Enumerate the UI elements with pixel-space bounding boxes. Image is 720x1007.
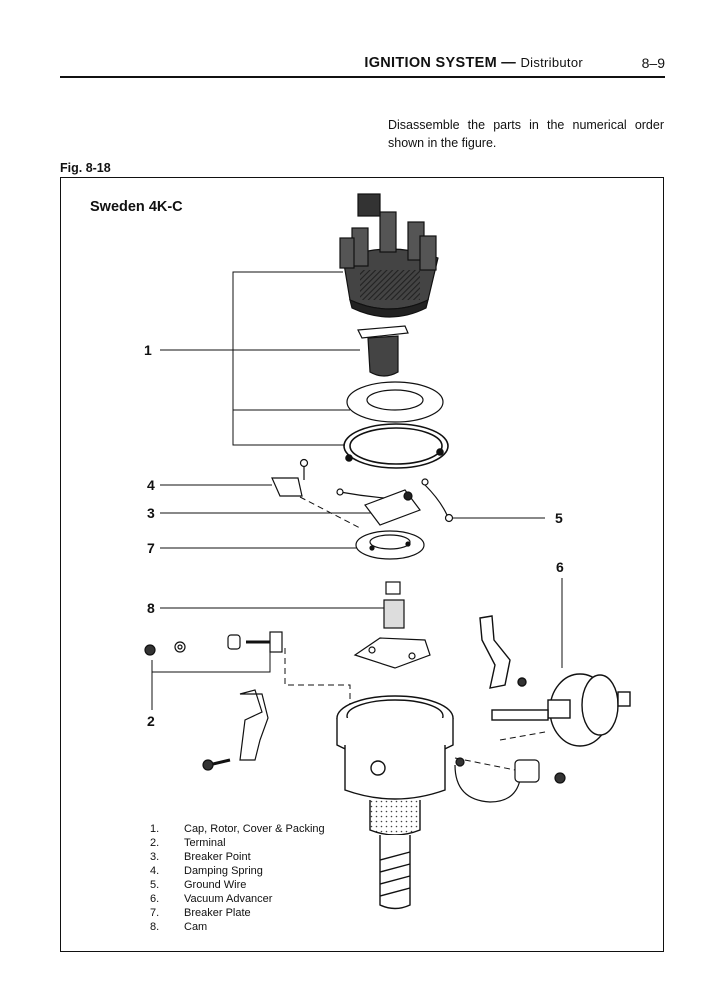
cam-assembly — [353, 581, 431, 669]
damping-spring — [271, 458, 309, 497]
callout-6: 6 — [556, 559, 564, 575]
legend-item: 1. Cap, Rotor, Cover & Packing — [150, 822, 325, 836]
legend-item: 7. Breaker Plate — [150, 906, 325, 920]
terminal-parts — [144, 631, 283, 656]
header-rule — [60, 76, 665, 78]
legend-number: 7. — [150, 907, 160, 919]
legend-text: Breaker Plate — [184, 907, 251, 919]
callout-5: 5 — [555, 510, 563, 526]
leader-lines — [151, 271, 563, 710]
figure-variant: Sweden 4K-C — [90, 199, 183, 215]
instruction-text: Disassemble the parts in the numerical o… — [388, 118, 664, 150]
breaker-plate — [355, 530, 425, 560]
clamp-bracket — [202, 689, 269, 771]
legend-number: 8. — [150, 921, 160, 933]
callout-8: 8 — [147, 600, 155, 616]
page-number: 8–9 — [641, 55, 665, 71]
legend-number: 2. — [150, 837, 160, 849]
legend-item: 4. Damping Spring — [150, 864, 325, 878]
header-title: IGNITION SYSTEM — Distributor — [364, 55, 583, 71]
legend-item: 2. Terminal — [150, 836, 325, 850]
legend-text: Damping Spring — [184, 865, 263, 877]
legend-text: Cap, Rotor, Cover & Packing — [184, 823, 325, 835]
distributor-cap — [339, 193, 439, 318]
legend-text: Vacuum Advancer — [184, 893, 273, 905]
legend-text: Breaker Point — [184, 851, 251, 863]
legend-number: 4. — [150, 865, 160, 877]
legend-text: Terminal — [184, 837, 226, 849]
distributor-housing — [336, 695, 454, 910]
callout-3: 3 — [147, 505, 155, 521]
legend-item: 5. Ground Wire — [150, 878, 325, 892]
packing — [343, 423, 449, 469]
legend-item: 8. Cam — [150, 920, 325, 934]
callout-7: 7 — [147, 540, 155, 556]
header-title-text: IGNITION SYSTEM — [364, 55, 497, 71]
header-separator: — — [501, 55, 517, 71]
rotor — [357, 325, 409, 377]
breaker-point — [336, 478, 454, 526]
legend-number: 5. — [150, 879, 160, 891]
legend-text: Ground Wire — [184, 879, 247, 891]
legend-item: 3. Breaker Point — [150, 850, 325, 864]
header-section: Distributor — [520, 55, 583, 70]
callout-1: 1 — [144, 342, 152, 358]
callout-4: 4 — [147, 477, 155, 493]
legend-number: 6. — [150, 893, 160, 905]
condenser — [454, 757, 566, 803]
legend-text: Cam — [184, 921, 208, 933]
legend-item: 6. Vacuum Advancer — [150, 892, 325, 906]
legend-number: 3. — [150, 851, 160, 863]
callout-2: 2 — [147, 713, 155, 729]
figure-frame — [60, 177, 664, 952]
figure-label: Fig. 8-18 — [60, 161, 111, 175]
parts-legend: 1. Cap, Rotor, Cover & Packing 2. Terminal… — [150, 822, 325, 934]
dashed-guides — [284, 496, 546, 771]
page-header: IGNITION SYSTEM — Distributor 8–9 — [60, 55, 665, 75]
dust-cover — [346, 381, 444, 423]
vacuum-advancer — [479, 615, 631, 747]
legend-number: 1. — [150, 823, 160, 835]
